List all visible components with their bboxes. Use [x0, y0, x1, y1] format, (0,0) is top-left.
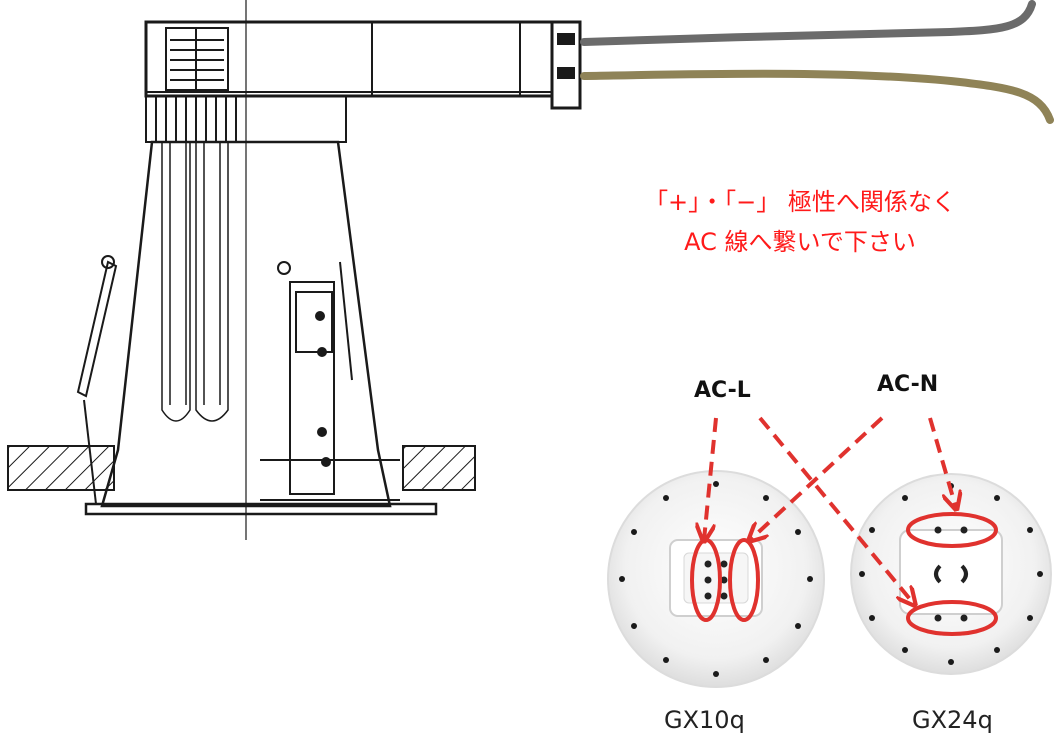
ceiling-right — [402, 445, 476, 491]
supply-wires — [580, 0, 1054, 124]
ac-n-label: AC-N — [877, 372, 939, 397]
left-spring-clip — [76, 255, 118, 505]
arrow-ac-n-gx24q — [928, 417, 956, 508]
gx10q-caption: GX10q — [664, 706, 745, 734]
gx24q-socket — [850, 473, 1052, 675]
right-mounting-bracket — [277, 261, 353, 495]
reflector-body — [100, 140, 392, 508]
olive-wire — [580, 69, 1054, 124]
polarity-note-line2: AC 線へ繋いで下さい — [684, 228, 916, 256]
gx10q-ac-n-ring — [728, 538, 760, 622]
lamp-tubes — [161, 142, 229, 422]
arrow-ac-n-gx10q — [750, 416, 884, 540]
downlight-fixture-drawing — [7, 0, 582, 540]
ceiling-left — [7, 445, 115, 491]
arrow-ac-l-gx24q — [758, 416, 914, 604]
trim-flange — [84, 459, 438, 516]
gx10q-socket — [607, 470, 825, 688]
polarity-note-line1: 「+」・「−」 極性へ関係なく — [644, 188, 956, 216]
connection-arrows — [704, 416, 956, 604]
gx24q-caption: GX24q — [912, 706, 993, 734]
gx24q-ac-n-ring — [906, 512, 998, 548]
polarity-note: 「+」・「−」 極性へ関係なく AC 線へ繋いで下さい — [600, 182, 1000, 262]
terminal-housing — [144, 20, 582, 110]
gray-wire — [580, 0, 1036, 46]
gx24q-ac-l-ring — [906, 600, 998, 636]
ac-l-label: AC-L — [694, 378, 751, 403]
